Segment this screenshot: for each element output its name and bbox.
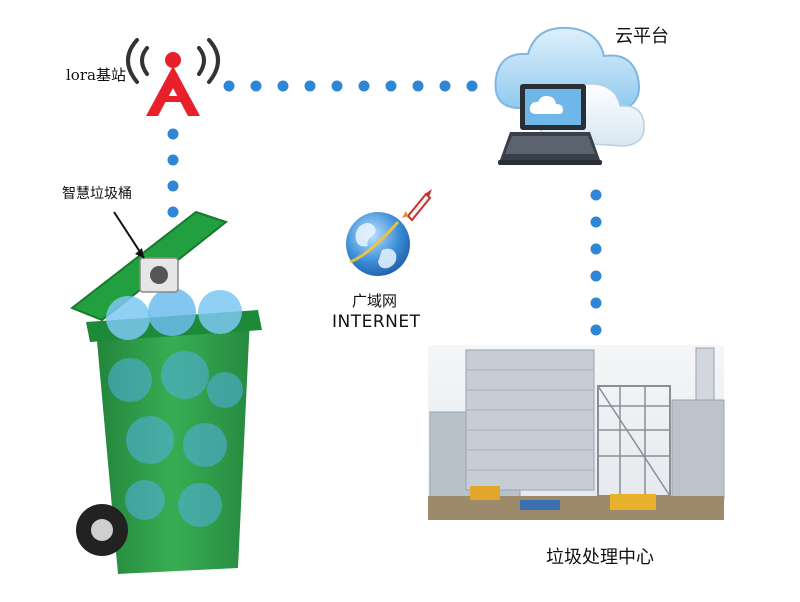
cloud-laptop-icon bbox=[494, 26, 645, 165]
processing-center-label: 垃圾处理中心 bbox=[546, 547, 654, 568]
globe-rocket-icon bbox=[346, 189, 432, 276]
processing-plant-image bbox=[428, 345, 725, 520]
smart-bin-label: 智慧垃圾桶 bbox=[62, 186, 132, 202]
wan-label-cn: 广域网 bbox=[352, 292, 398, 310]
wan-label-en: INTERNET bbox=[332, 312, 421, 332]
lora-station-label: lora基站 bbox=[66, 66, 126, 84]
link-cloud-to-plant bbox=[590, 189, 602, 336]
link-lora-to-cloud bbox=[223, 80, 478, 92]
lora-antenna-icon bbox=[126, 38, 220, 116]
cloud-platform-label: 云平台 bbox=[615, 26, 669, 47]
link-lora-to-bin bbox=[167, 128, 179, 246]
smart-trash-bin-icon bbox=[70, 210, 262, 574]
